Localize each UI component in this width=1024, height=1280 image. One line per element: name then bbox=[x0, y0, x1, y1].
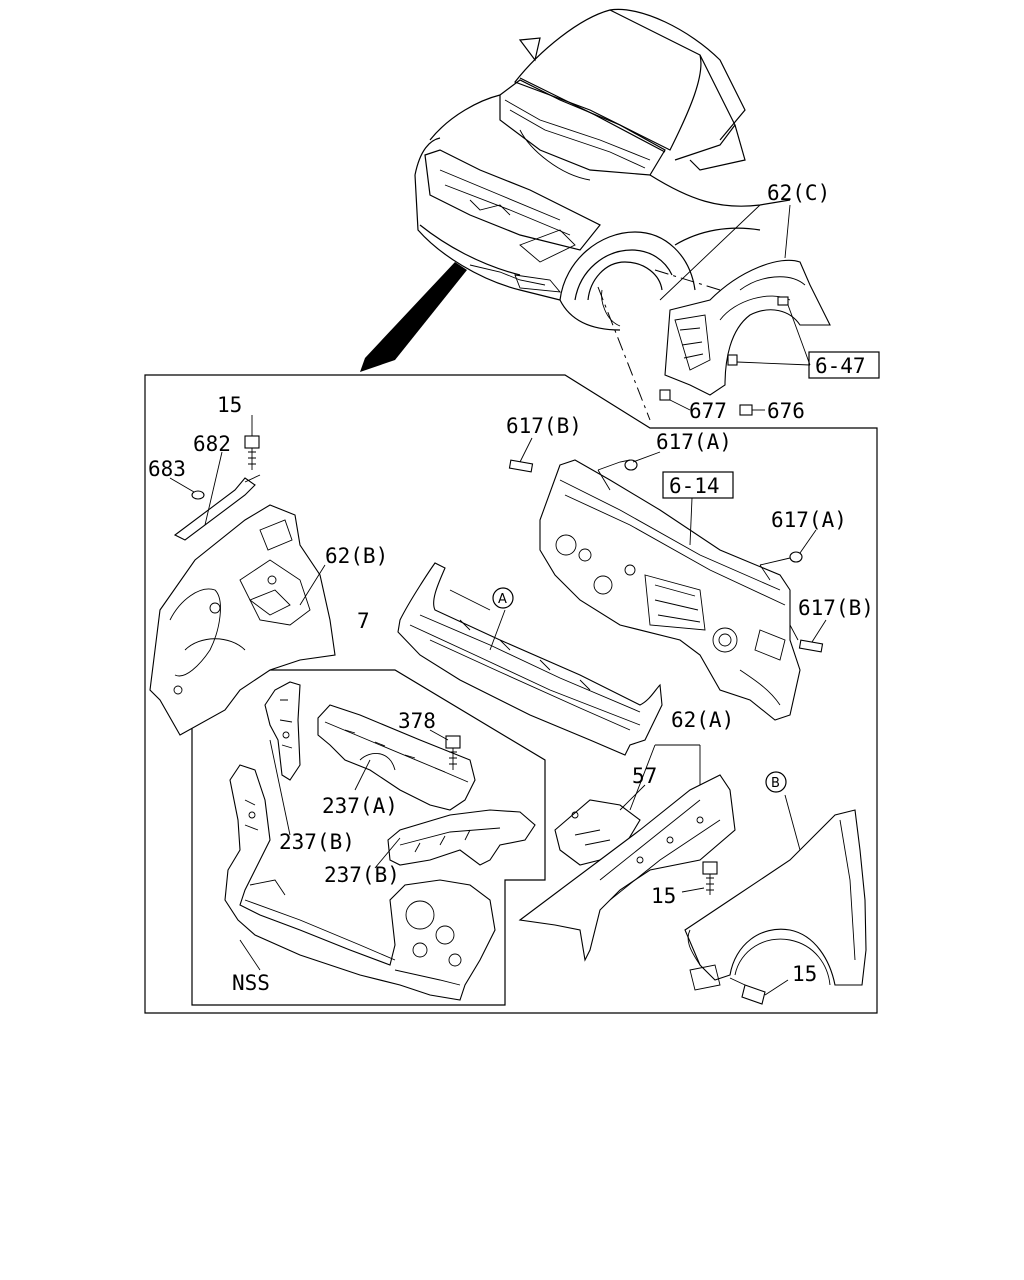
label-62c: 62(C) bbox=[767, 181, 830, 205]
rad-support-237b-right bbox=[387, 809, 536, 866]
seal-617a-right bbox=[789, 551, 803, 563]
rad-support-237b-left bbox=[264, 681, 301, 781]
label-676: 676 bbox=[767, 399, 805, 423]
bolt-15-top bbox=[244, 435, 260, 470]
inner-fender-62c bbox=[659, 259, 831, 416]
label-15-mid: 15 bbox=[651, 884, 676, 908]
label-a: A bbox=[498, 592, 507, 607]
label-682: 682 bbox=[193, 432, 231, 456]
callout-a-circle bbox=[492, 587, 514, 609]
label-617b-top: 617(B) bbox=[506, 414, 582, 438]
label-b: B bbox=[771, 776, 780, 791]
rad-support-237a bbox=[317, 704, 476, 811]
label-617a-right: 617(A) bbox=[771, 508, 847, 532]
callout-arrow bbox=[360, 262, 467, 372]
label-677: 677 bbox=[689, 399, 727, 423]
callout-b-circle bbox=[765, 771, 787, 793]
label-617b-right: 617(B) bbox=[798, 596, 874, 620]
main-frame bbox=[144, 374, 878, 1014]
ref-box-614 bbox=[662, 471, 734, 499]
label-237b-left: 237(B) bbox=[279, 830, 355, 854]
part-labels: 15 682 683 62(B) 7 A 378 237(A) 237(B) 2… bbox=[148, 181, 880, 995]
label-62b: 62(B) bbox=[325, 544, 388, 568]
label-378: 378 bbox=[398, 709, 436, 733]
label-7: 7 bbox=[357, 609, 370, 633]
front-fender bbox=[684, 809, 867, 991]
label-617a-top: 617(A) bbox=[656, 430, 732, 454]
label-15-top: 15 bbox=[217, 393, 242, 417]
label-nss: NSS bbox=[232, 971, 270, 995]
wheelhouse-62b bbox=[149, 504, 336, 736]
bolt-15-bottom bbox=[729, 977, 766, 1005]
bolt-15-mid bbox=[702, 861, 718, 895]
label-614: 6-14 bbox=[669, 474, 720, 498]
bolt-378 bbox=[445, 735, 461, 770]
vehicle-overview bbox=[414, 8, 791, 421]
cowl-top-panel bbox=[397, 562, 663, 756]
label-683: 683 bbox=[148, 457, 186, 481]
bracket-682 bbox=[173, 477, 256, 541]
seal-617a-top bbox=[624, 459, 638, 471]
apron-62a bbox=[518, 774, 736, 962]
label-62a: 62(A) bbox=[671, 708, 734, 732]
label-647: 6-47 bbox=[815, 354, 866, 378]
tape-617b-top bbox=[508, 459, 534, 473]
label-15-bottom: 15 bbox=[792, 962, 817, 986]
dash-panel bbox=[539, 459, 801, 721]
label-237b-right: 237(B) bbox=[324, 863, 400, 887]
grommet-683 bbox=[191, 490, 205, 500]
ref-box-647 bbox=[808, 351, 880, 379]
label-57: 57 bbox=[632, 764, 657, 788]
tape-617b-right bbox=[798, 639, 824, 653]
front-end-module-nss bbox=[224, 764, 496, 1001]
label-237a: 237(A) bbox=[322, 794, 398, 818]
